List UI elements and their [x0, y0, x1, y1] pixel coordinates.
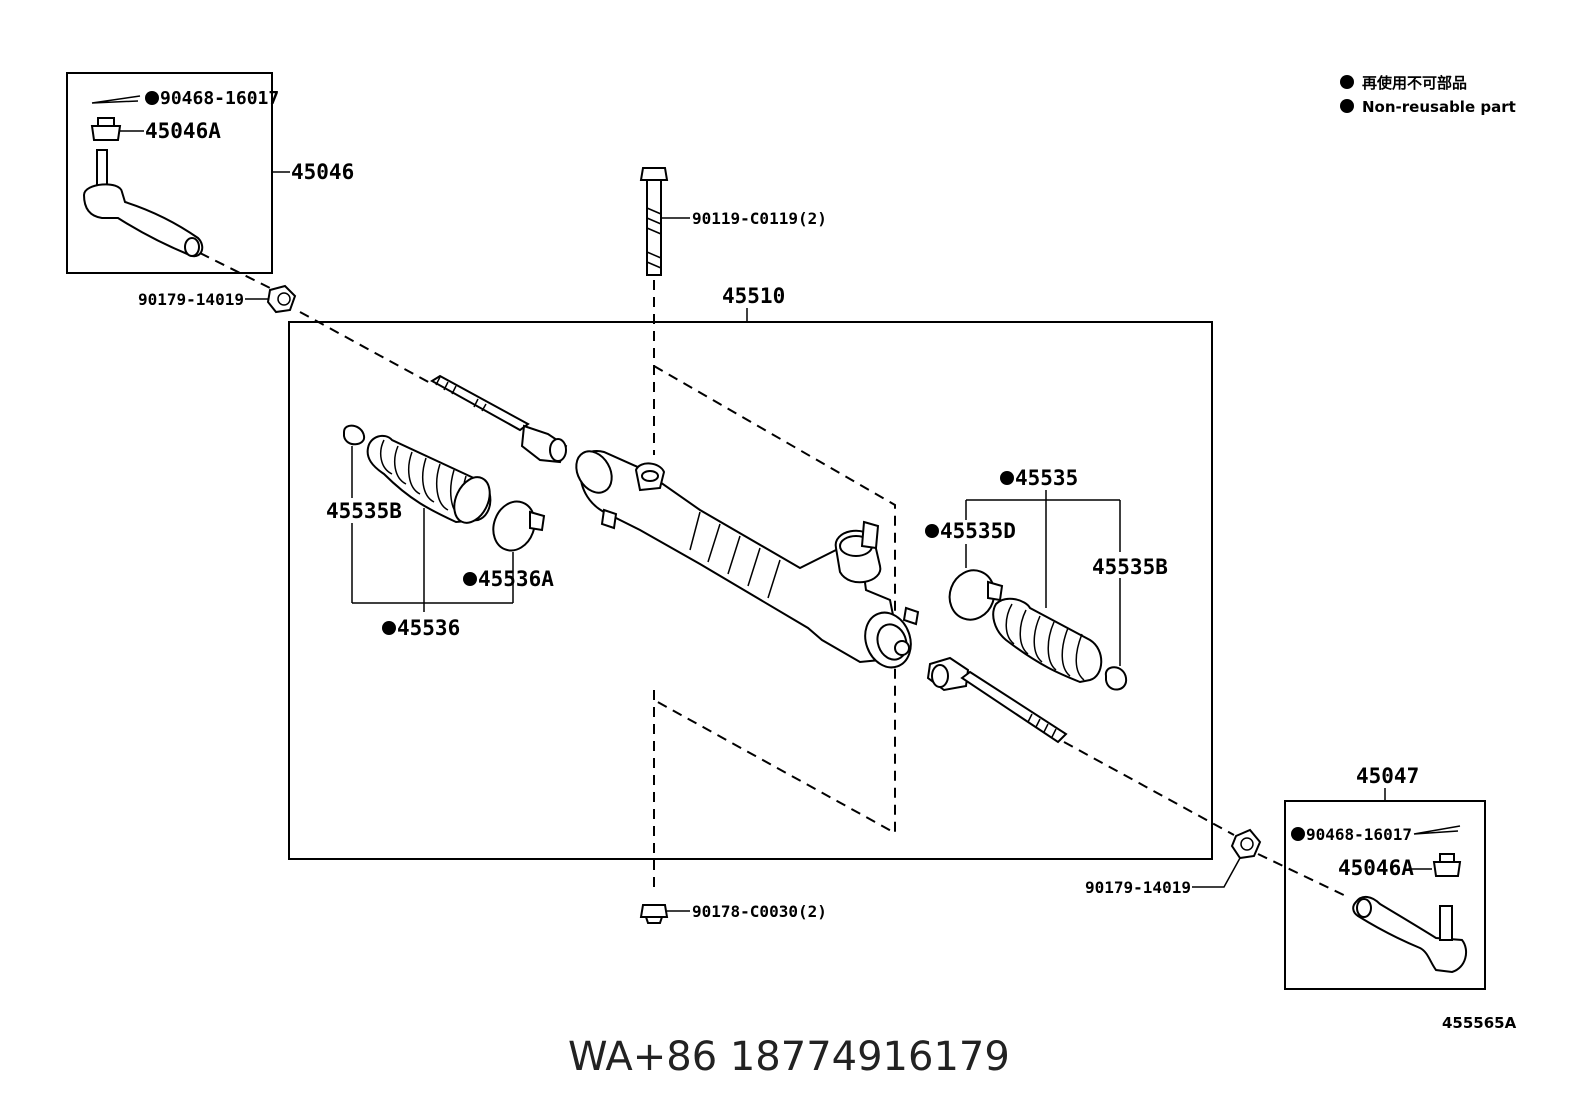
castle-nut-icon — [90, 125, 122, 141]
part-label-45046A-right: 45046A — [1338, 856, 1414, 880]
boot-clamp-left-small-icon — [343, 424, 366, 446]
part-label-90119-C0119: 90119-C0119(2) — [692, 209, 827, 228]
lock-nut-icon — [1230, 828, 1262, 860]
part-label-45535B-right: 45535B — [1092, 555, 1168, 579]
part-label-45046: 45046 — [291, 160, 354, 184]
mounting-bolt-group: 90119-C0119(2) 90178-C0030(2) — [639, 167, 827, 924]
tie-rod-stud-icon — [1439, 905, 1453, 941]
pinion-shaft-icon — [860, 520, 880, 550]
boot-clamp-left-large-icon — [492, 500, 536, 552]
left-inner-tie-rod — [430, 374, 568, 464]
tie-rod-end-body-icon — [82, 183, 204, 258]
legend: 再使用不可部品 Non-reusable part — [1340, 74, 1516, 116]
part-label-45046A: 45046A — [145, 119, 221, 143]
rack-outline-dashed — [653, 365, 896, 835]
non-reusable-dot-icon — [145, 91, 159, 105]
cotter-pin-icon — [1413, 825, 1461, 835]
inner-tie-rod-shaft-icon — [430, 374, 530, 432]
part-label-90468-16017-right: 90468-16017 — [1306, 825, 1412, 844]
flange-nut-icon — [639, 904, 669, 918]
left-tie-rod-end-box — [66, 72, 273, 274]
tie-rod-stud-icon — [96, 149, 108, 186]
legend-label-en: Non-reusable part — [1362, 98, 1516, 116]
contact-watermark: WA+86 18774916179 — [568, 1034, 1010, 1080]
part-label-90468-16017: 90468-16017 — [160, 88, 279, 109]
bolt-shaft-icon — [646, 179, 662, 276]
rack-boot-right-icon — [992, 597, 1103, 684]
right-tie-rod-end-box — [1284, 800, 1486, 990]
assembly-axis-line-right — [1063, 741, 1351, 899]
assembly-axis-line-left — [199, 252, 433, 385]
legend-label-cn: 再使用不可部品 — [1362, 74, 1467, 92]
tie-rod-end-body-icon — [1352, 896, 1468, 974]
figure-code: 455565A — [1442, 1014, 1517, 1032]
part-label-45536: 45536 — [397, 616, 460, 640]
rack-assembly-group: 45510 45535B 45536A 45536 — [288, 284, 1213, 860]
non-reusable-dot-icon — [1340, 75, 1354, 89]
rack-housing — [575, 450, 920, 669]
part-label-45535: 45535 — [1015, 466, 1078, 490]
lock-nut-icon — [266, 284, 297, 314]
right-lock-nut: 90179-14019 — [1085, 828, 1262, 897]
non-reusable-dot-icon — [463, 572, 477, 586]
part-label-45535D: 45535D — [940, 519, 1016, 543]
right-tie-rod-end-group: 45047 90468-16017 45046A — [1284, 764, 1486, 990]
non-reusable-dot-icon — [925, 524, 939, 538]
non-reusable-dot-icon — [1291, 827, 1305, 841]
part-label-90179-14019-left: 90179-14019 — [138, 290, 244, 309]
left-lock-nut: 90179-14019 — [138, 284, 297, 314]
part-label-45510: 45510 — [722, 284, 785, 308]
castle-nut-icon — [1432, 861, 1462, 877]
boot-clamp-right-small-icon — [1104, 666, 1128, 691]
non-reusable-dot-icon — [1000, 471, 1014, 485]
part-label-90179-14019-right: 90179-14019 — [1085, 878, 1191, 897]
right-inner-tie-rod — [926, 656, 1068, 744]
non-reusable-dot-icon — [1340, 99, 1354, 113]
part-label-45536A: 45536A — [478, 567, 554, 591]
inner-tie-rod-shaft-icon — [960, 670, 1068, 744]
part-label-45535B-left: 45535B — [326, 499, 402, 523]
part-label-45047: 45047 — [1356, 764, 1419, 788]
cotter-pin-icon — [91, 95, 141, 104]
part-label-90178-C0030: 90178-C0030(2) — [692, 902, 827, 921]
non-reusable-dot-icon — [382, 621, 396, 635]
rack-assembly-box — [288, 321, 1213, 860]
boot-clamp-right-large-icon — [948, 569, 996, 621]
left-tie-rod-end-group: 90468-16017 45046A 45046 — [66, 72, 354, 274]
bolt-head-icon — [639, 167, 669, 181]
